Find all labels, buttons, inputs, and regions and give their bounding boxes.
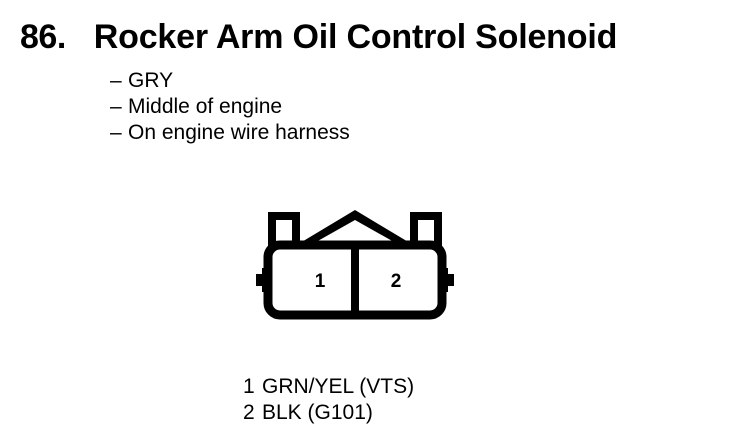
list-item-label: GRY	[128, 69, 174, 92]
cavity-number-1: 1	[315, 271, 326, 292]
list-item: – GRY	[110, 68, 350, 94]
page-title: 86. Rocker Arm Oil Control Solenoid	[20, 20, 617, 54]
center-ridge-icon	[300, 210, 410, 251]
list-item: – On engine wire harness	[110, 120, 350, 146]
dash-icon: –	[110, 121, 122, 144]
list-item-label: On engine wire harness	[128, 121, 350, 144]
pin-legend: 1 GRN/YEL (VTS) 2 BLK (G101)	[243, 374, 414, 426]
right-locking-ear-icon	[410, 212, 442, 248]
legend-row: 2 BLK (G101)	[243, 400, 414, 426]
legend-pin-number: 2	[243, 401, 255, 424]
item-number: 86.	[20, 18, 66, 56]
left-locking-ear-icon	[268, 212, 300, 248]
detail-list: – GRY – Middle of engine – On engine wir…	[110, 68, 350, 146]
legend-pin-number: 1	[243, 375, 255, 398]
dash-icon: –	[110, 69, 122, 92]
cavity-divider	[351, 245, 359, 315]
list-item-label: Middle of engine	[128, 95, 283, 118]
connector-diagram: 1 2	[250, 195, 460, 330]
cavity-number-2: 2	[391, 271, 402, 292]
legend-row: 1 GRN/YEL (VTS)	[243, 374, 414, 400]
item-title: Rocker Arm Oil Control Solenoid	[93, 18, 618, 56]
dash-icon: –	[110, 95, 122, 118]
legend-wire-label: BLK (G101)	[262, 401, 373, 424]
legend-wire-label: GRN/YEL (VTS)	[262, 375, 415, 398]
list-item: – Middle of engine	[110, 94, 350, 120]
right-side-tab-nub	[444, 274, 454, 286]
left-side-tab-nub	[256, 274, 266, 286]
